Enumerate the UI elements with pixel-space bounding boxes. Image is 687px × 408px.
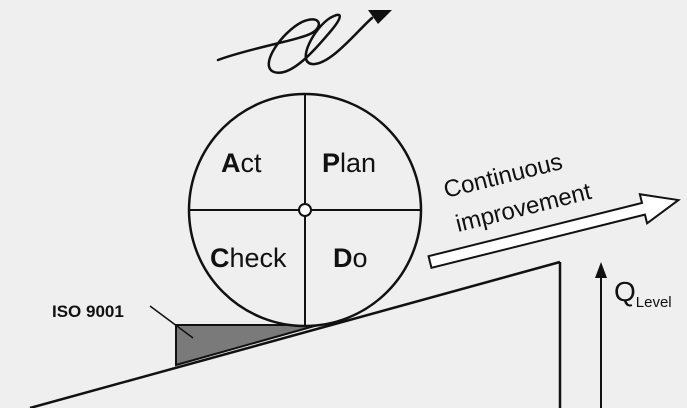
- improvement-arrow: [427, 193, 681, 270]
- rolling-arrowhead-icon: [368, 10, 392, 24]
- quality-level-arrowhead-icon: [595, 262, 607, 278]
- quality-subscript: Level: [635, 294, 672, 311]
- improvement-arrow-icon: [427, 193, 681, 270]
- incline-line: [29, 260, 561, 408]
- iso-label: ISO 9001: [52, 302, 124, 321]
- iso-wedge: [175, 324, 319, 367]
- rolling-motion-arrow: [216, 13, 374, 74]
- quadrant-act: Act: [221, 148, 262, 178]
- quadrant-do: Do: [333, 243, 368, 273]
- quality-symbol: Q: [614, 276, 636, 307]
- wheel-hub: [298, 203, 312, 217]
- iso-leader-line: [149, 305, 194, 339]
- quadrant-check: Check: [210, 243, 287, 273]
- quality-level-label: QLevel: [614, 276, 672, 311]
- quadrant-plan: Plan: [322, 148, 376, 178]
